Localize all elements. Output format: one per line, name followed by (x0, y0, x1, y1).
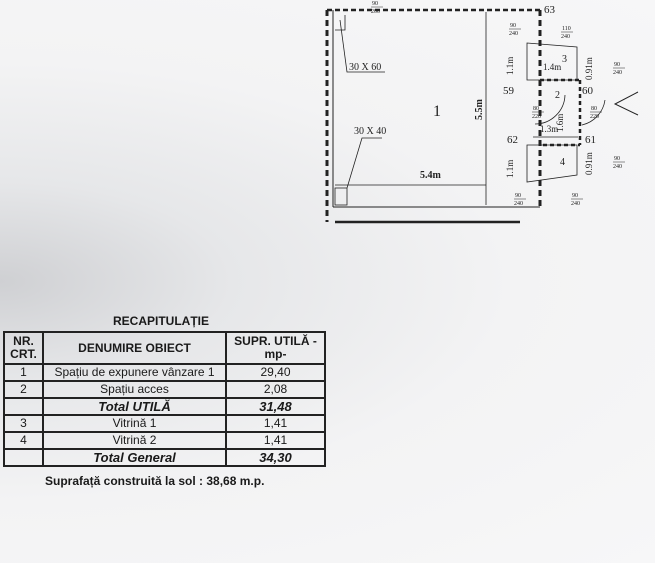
recap-title: RECAPITULAȚIE (113, 314, 209, 328)
dim-label: 1.4m (543, 62, 561, 72)
opening-width: 90 (614, 156, 620, 162)
cell-name: Vitrină 1 (42, 414, 227, 433)
cell-name: Total General (42, 448, 227, 467)
point-label: 61 (585, 134, 596, 146)
opening-height: 240 (561, 34, 570, 40)
room-4-label: 4 (560, 157, 565, 168)
opening-width: 90 (515, 193, 521, 199)
cell-name: Spațiu de expunere vânzare 1 (42, 363, 227, 382)
point-label: 62 (507, 134, 518, 146)
cell-name: Spațiu acces (42, 380, 227, 399)
dim-label: 0.91m (584, 152, 594, 175)
opening-width: 80 (533, 106, 539, 112)
cell-area: 1,41 (225, 431, 326, 450)
recap-table: NR. CRT. DENUMIRE OBIECT SUPR. UTILĂ -mp… (3, 331, 326, 467)
opening-width: 80 (591, 106, 597, 112)
cell-area: 1,41 (225, 414, 326, 433)
opening-height: 240 (571, 201, 580, 207)
cell-nr: 1 (3, 363, 44, 382)
dim-label: 1.1m (505, 160, 515, 178)
built-area-note: Suprafață construită la sol : 38,68 m.p. (45, 474, 265, 488)
opening-width: 90 (572, 193, 578, 199)
cell-area: 31,48 (225, 397, 326, 416)
opening-width: 90 (614, 62, 620, 68)
opening-height: 240 (613, 164, 622, 170)
dim-width: 5.4m (420, 170, 442, 181)
dim-label: 1.6m (555, 114, 565, 132)
note-label: 30 X 40 (354, 126, 386, 137)
cell-area: 34,30 (225, 448, 326, 467)
point-label: 60 (582, 85, 594, 97)
opening-height: 220 (590, 114, 599, 120)
cell-nr: 4 (3, 431, 44, 450)
opening-height: 200 (371, 9, 380, 15)
cell-nr: 3 (3, 414, 44, 433)
table-header: NR. CRT. DENUMIRE OBIECT SUPR. UTILĂ -mp… (3, 331, 326, 365)
point-label: 63 (544, 4, 556, 16)
opening-height: 240 (514, 201, 523, 207)
room-1-label: 1 (433, 103, 441, 120)
cell-name: Total UTILĂ (42, 397, 227, 416)
cell-name: Vitrină 2 (42, 431, 227, 450)
opening-height: 220 (532, 114, 541, 120)
opening-width: 90 (372, 1, 378, 7)
cell-nr (3, 448, 44, 467)
cell-area: 29,40 (225, 363, 326, 382)
cell-nr: 2 (3, 380, 44, 399)
dim-height: 5.5m (474, 99, 485, 121)
opening-width: 110 (562, 26, 571, 32)
cell-nr (3, 397, 44, 416)
header-area: SUPR. UTILĂ -mp- (225, 331, 326, 365)
point-label: 59 (503, 85, 515, 97)
note-label: 30 X 60 (349, 62, 381, 73)
header-name: DENUMIRE OBIECT (42, 331, 227, 365)
dim-label: 1.3m (540, 124, 558, 134)
room-2-label: 2 (555, 90, 560, 101)
room-3-label: 3 (562, 54, 567, 65)
dim-label: 1.1m (505, 57, 515, 75)
cell-area: 2,08 (225, 380, 326, 399)
dim-label: 0.91m (584, 57, 594, 80)
opening-height: 240 (509, 31, 518, 37)
header-nr: NR. CRT. (3, 331, 44, 365)
opening-width: 90 (510, 23, 516, 29)
floor-plan: 1 2 3 4 63 59 60 62 61 5.4m 5.5m 1.1m 1.… (325, 1, 639, 224)
opening-height: 240 (613, 70, 622, 76)
